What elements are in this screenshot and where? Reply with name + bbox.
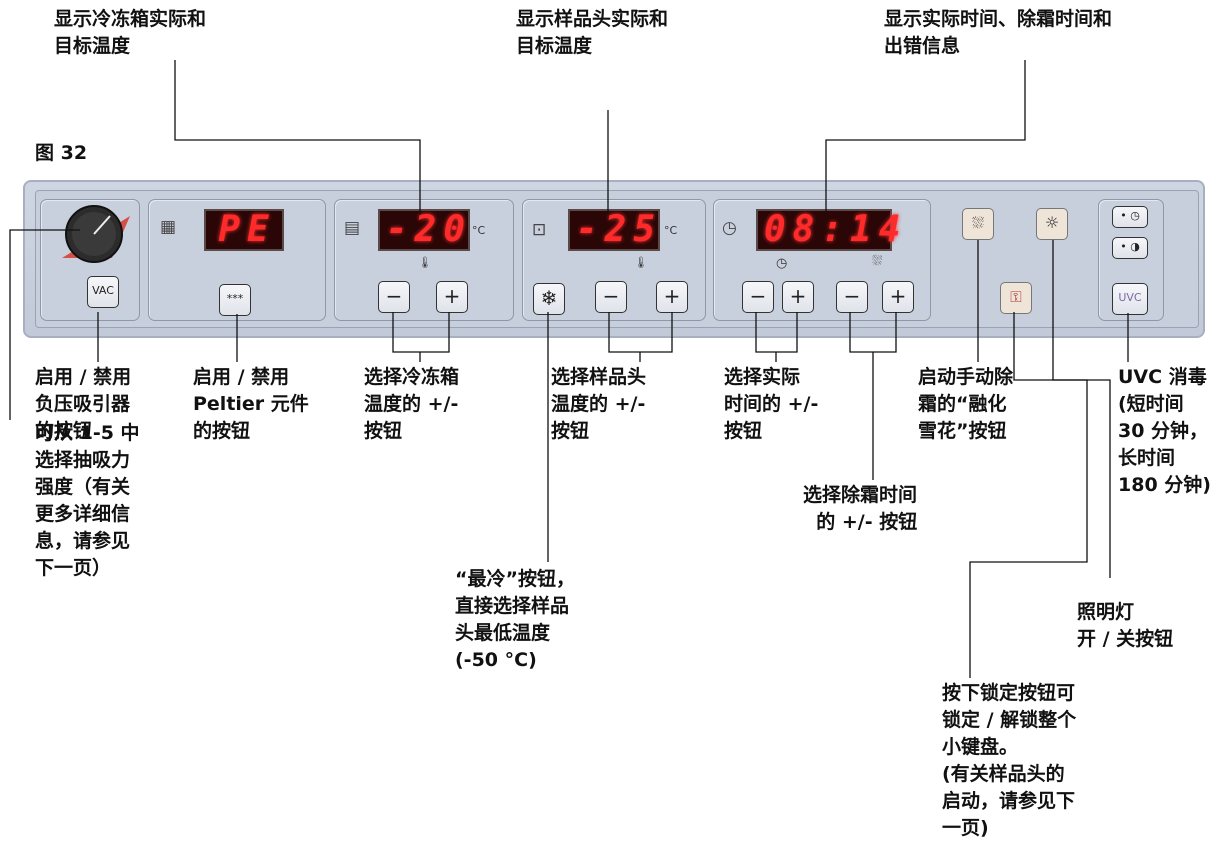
defrost-small-icon: ⛆ (872, 254, 883, 269)
time-display: 08:14 (756, 209, 908, 251)
freezer-display-text: -20 (386, 209, 473, 250)
peltier-icon: ▦ (160, 217, 177, 237)
suction-knob[interactable] (52, 196, 138, 266)
coldest-snowflake-button[interactable]: ❄ (533, 283, 565, 315)
callout-peltier-button: 启用 / 禁用 Peltier 元件 的按钮 (193, 366, 309, 442)
peltier-button[interactable]: *** (219, 284, 251, 316)
callout-uvc: UVC 消毒 (短时间 30 分钟， 长时间 180 分钟) (1118, 366, 1211, 496)
callout-vac-button: 启用 / 禁用 负压吸引器 的按钮 (35, 366, 132, 442)
clock-icon: ◷ (722, 218, 737, 238)
defrost-button[interactable]: ⛆ (962, 208, 994, 240)
figure-label: 图 32 (35, 142, 88, 164)
head-plus-button[interactable]: + (656, 281, 688, 313)
freezer-icon: ▤ (344, 218, 361, 238)
callout-lock-button: 按下锁定按钮可 锁定 / 解锁整个 小键盘。 (有关样品头的 启动，请参见下 一… (942, 682, 1077, 839)
callout-freezer-temp-buttons: 选择冷冻箱 温度的 +/- 按钮 (364, 366, 460, 442)
defrost-plus-button[interactable]: + (882, 281, 914, 313)
freezer-unit: °C (472, 224, 486, 237)
pe-display-text: PE (218, 209, 276, 250)
head-display: -25 (568, 209, 660, 251)
callout-head-temp-buttons: 选择样品头 温度的 +/- 按钮 (551, 366, 647, 442)
pe-display: PE (204, 209, 284, 251)
callout-time-display: 显示实际时间、除霜时间和 出错信息 (884, 8, 1113, 57)
callout-defrost-time-buttons: 选择除霜时间 的 +/- 按钮 (803, 484, 918, 533)
freezer-thermometer-icon: 🌡 (418, 256, 432, 269)
freezer-plus-button[interactable]: + (436, 281, 468, 313)
head-display-text: -25 (576, 209, 663, 250)
time-display-text: 08:14 (764, 209, 908, 250)
uvc-short-indicator: • ◷ (1112, 206, 1148, 228)
freezer-minus-button[interactable]: − (378, 281, 410, 313)
callout-defrost-button: 启动手动除 霜的“融化 雪花”按钮 (918, 366, 1014, 442)
head-thermometer-icon: 🌡 (634, 256, 648, 269)
head-unit: °C (664, 224, 678, 237)
freezer-display: -20 (378, 209, 470, 251)
uvc-long-indicator: • ◑ (1112, 237, 1148, 259)
defrost-minus-button[interactable]: − (836, 281, 868, 313)
vac-button[interactable]: VAC (87, 276, 119, 308)
head-icon: ⊡ (532, 220, 547, 240)
callout-suction-knob: 可从 1-5 中 选择抽吸力 强度（有关 更多详细信 息，请参见 下一页） (35, 422, 140, 579)
head-minus-button[interactable]: − (595, 281, 627, 313)
time-plus-button[interactable]: + (782, 281, 814, 313)
time-clock-small-icon: ◷ (776, 256, 788, 271)
callout-time-buttons: 选择实际 时间的 +/- 按钮 (724, 366, 819, 442)
uvc-button[interactable]: UVC (1112, 283, 1148, 315)
callout-head-display: 显示样品头实际和 目标温度 (516, 8, 669, 57)
lock-button[interactable]: ⚿ (1000, 282, 1032, 314)
callout-coldest-button: “最冷”按钮， 直接选择样品 头最低温度 (-50 °C) (455, 568, 575, 671)
callout-freezer-display: 显示冷冻箱实际和 目标温度 (54, 8, 207, 57)
time-minus-button[interactable]: − (742, 281, 774, 313)
callout-light-button: 照明灯 开 / 关按钮 (1077, 601, 1174, 650)
light-button[interactable]: ☼ (1036, 208, 1068, 240)
